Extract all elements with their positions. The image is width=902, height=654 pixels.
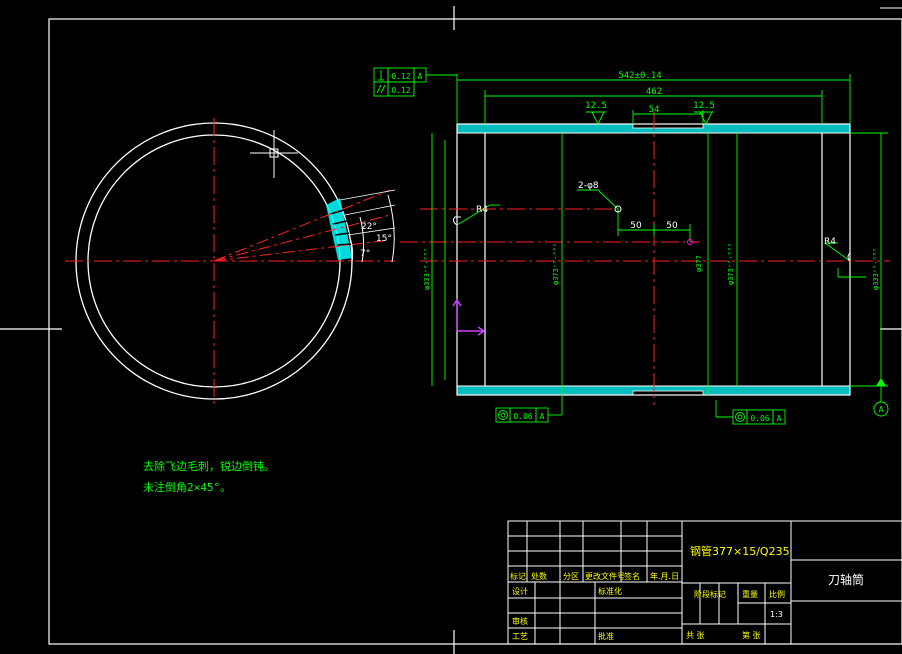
tb-mark: 标记	[510, 571, 526, 581]
datum-a-symbol: A	[873, 386, 889, 417]
material-spec: 钢管377×15/Q235	[690, 544, 790, 558]
note-line-1: 去除飞边毛刺，锐边倒钝。	[143, 459, 275, 473]
tb-process: 工艺	[512, 632, 528, 641]
crosshair-cursor-icon	[250, 130, 298, 178]
coax-right-datum: A	[777, 414, 782, 423]
coax-left-value: 0.06	[513, 412, 532, 421]
coax-left-datum: A	[540, 412, 545, 421]
offset-1-dim: 50	[630, 221, 642, 231]
svg-text:A: A	[879, 405, 884, 414]
roughness-left-label: 12.5	[585, 101, 607, 111]
angle-22-label: 22°	[361, 222, 377, 232]
slot-hatch	[326, 198, 352, 260]
overall-length-dim: 542±0.14	[618, 71, 661, 81]
tb-change-doc: 更改文件号	[585, 571, 625, 581]
dia-right-dim: φ333⁺⁰·⁰⁸⁷	[872, 248, 880, 290]
roughness-right-label: 12.5	[693, 101, 715, 111]
angle-15-label: 15°	[376, 234, 392, 244]
dia-left-dim: φ333⁺⁰·⁰⁸⁷	[423, 248, 431, 290]
end-view: 22° 15° 7°	[65, 118, 396, 405]
tb-scale-value: 1:3	[770, 610, 783, 619]
tb-zone: 分区	[563, 572, 579, 581]
offset-2-dim: 50	[666, 221, 678, 231]
ucs-icon	[452, 298, 486, 336]
perp-tolerance-value: 0.12	[391, 72, 410, 81]
radius-left-label: R4	[476, 205, 488, 215]
radius-right-label: R4	[824, 237, 836, 247]
angle-7-label: 7°	[360, 249, 370, 259]
part-name: 刀轴筒	[828, 572, 864, 587]
tolerance-coaxial-left	[495, 386, 563, 423]
section-view: 542±0.14 462 54 12.5 12.5 2-φ8 50 50 R4 …	[400, 71, 890, 405]
tolerance-perpendicularity	[373, 67, 457, 97]
tb-checker: 审核	[512, 616, 528, 626]
inner-length-dim: 462	[646, 87, 662, 97]
tb-weight: 重量	[742, 589, 758, 599]
drawing-frame	[0, 6, 902, 654]
tb-stage-mark: 阶段标记	[694, 589, 726, 599]
tb-designer: 设计	[512, 586, 528, 596]
tb-standardization: 标准化	[598, 586, 622, 596]
dia-mid-right-dim: φ373⁺⁰·⁰⁶²	[727, 243, 735, 285]
title-block	[507, 520, 902, 645]
tb-approve: 批准	[598, 631, 614, 641]
hole-spec-label: 2-φ8	[578, 181, 599, 191]
dia-mid-left-dim: φ373⁺⁰·⁰⁶²	[552, 243, 560, 285]
slot-width-dim: 54	[649, 105, 660, 115]
dia-center-dim: φ377	[695, 255, 703, 272]
note-line-2: 未注倒角2×45°。	[143, 480, 231, 494]
tolerance-coaxial-right	[715, 400, 786, 425]
tb-sheets-total: 共 张	[686, 631, 705, 640]
tb-sheet-no: 第 张	[742, 630, 761, 640]
tb-signature: 签名	[624, 571, 640, 581]
para-tolerance-value: 0.12	[391, 86, 410, 95]
tb-scale: 比例	[769, 589, 785, 599]
tb-date: 年.月.日	[650, 571, 679, 581]
perp-datum: A	[418, 72, 423, 81]
tb-count: 处数	[531, 571, 547, 581]
coax-right-value: 0.06	[750, 414, 769, 423]
